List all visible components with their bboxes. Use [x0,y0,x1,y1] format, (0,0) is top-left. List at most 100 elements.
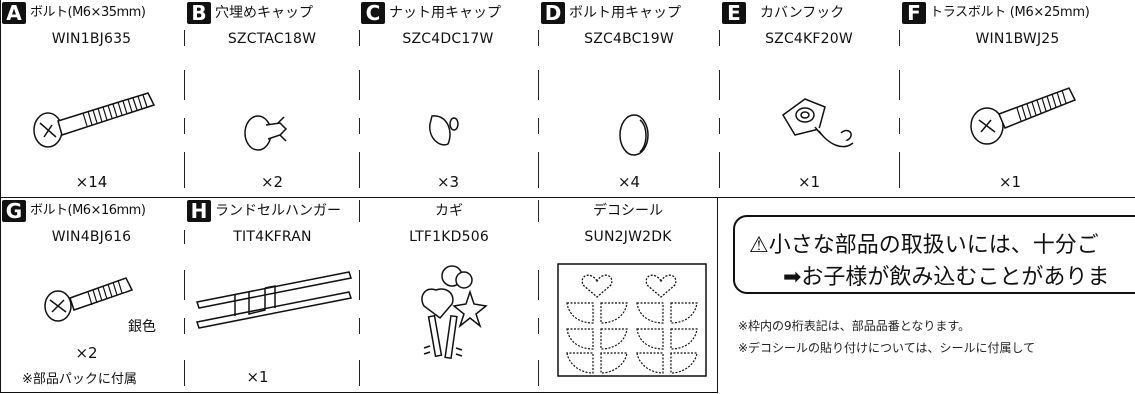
column-divider [359,270,360,300]
column-divider [538,200,539,222]
column-divider [538,318,539,334]
column-divider [184,30,185,46]
part-code: WIN1BJ635 [51,31,132,47]
part-letter: A [2,2,26,24]
column-divider [538,270,539,300]
part-letter: G [2,200,26,222]
short-bolt-icon [44,277,134,322]
truss-bolt-icon [970,87,1077,145]
column-divider [359,118,360,134]
column-divider [538,152,539,188]
part-letter: C [361,2,385,24]
hole-cap-icon [244,115,288,151]
part-name: ナット用キャップ [389,5,501,21]
column-divider [899,118,900,134]
part-code: SZC4BC19W [584,31,674,47]
bottom-row-right-border [717,197,718,393]
column-divider [719,152,720,188]
column-divider [538,30,539,46]
part-name: デコシール [593,203,663,219]
column-divider [538,360,539,386]
part-letter: H [187,200,211,222]
part-name: ボルト用キャップ [569,5,681,21]
part-name: カギ [435,203,463,219]
part-name: ボルト(M6×35mm) [30,5,146,20]
column-divider [359,30,360,46]
column-divider [719,30,720,46]
column-divider [184,152,185,188]
keys-cell: カギ LTF1KD506 [360,198,538,393]
column-divider [538,70,539,100]
nut-cap-icon [429,115,459,146]
part-quantity: ×1 [797,173,821,191]
part-letter: E [722,2,746,24]
deco-sticker-cell: デコシール SUN2JW2DK [539,198,717,393]
part-quantity: ×2 [75,344,98,362]
deco-sticker-icon [557,263,707,377]
column-divider [359,360,360,386]
part-a-cell: A ボルト(M6×35mm) WIN1BJ635 ×14 [0,0,183,197]
part-b-cell: B 穴埋めキャップ SZCTAC18W ×2 [185,0,359,197]
included-note: ※部品パックに付属 [22,372,137,387]
top-row-bottom-border [0,197,1135,198]
column-divider [184,230,185,244]
part-letter: F [902,2,926,24]
part-code: SZCTAC18W [227,31,317,47]
part-name: トラスボルト (M6×25mm) [930,5,1090,20]
keys-icon [421,265,488,360]
column-divider [184,70,185,100]
column-divider [359,152,360,188]
part-code: SZC4DC17W [402,31,494,47]
part-quantity: ×3 [436,173,460,191]
column-divider [899,152,900,188]
column-divider [359,70,360,100]
part-g-cell: G ボルト(M6×16mm) WIN4BJ616 銀色 ×2 ※部品パックに付属 [0,198,183,393]
part-h-cell: H ランドセルハンガー TIT4KFRAN ×1 [185,198,360,393]
part-code: TIT4KFRAN [233,229,312,245]
column-divider [184,360,185,386]
part-quantity: ×4 [617,173,641,191]
part-quantity: ×1 [998,173,1022,191]
hanger-icon [196,271,352,329]
part-letter: D [541,2,565,24]
part-quantity: ×2 [260,173,284,191]
warning-box: ⚠小さな部品の取扱いには、十分ご ➡お子様が飲み込むことがありま [733,215,1135,294]
part-name: カバンフック [760,5,845,21]
part-code: WIN4BJ616 [51,229,132,245]
part-e-cell: E カバンフック SZC4KF20W ×1 [720,0,898,197]
bag-hook-icon [782,98,854,148]
part-c-cell: C ナット用キャップ SZC4DC17W ×3 [359,0,537,197]
column-divider [899,70,900,100]
column-divider [899,30,900,46]
column-divider [359,318,360,334]
column-divider [184,318,185,334]
column-divider [719,70,720,100]
part-code: SZC4KF20W [765,31,853,47]
long-bolt-icon [33,92,156,148]
bolt-cap-icon [619,114,649,156]
column-divider [184,270,185,300]
column-divider [538,118,539,134]
warning-text-line1: ⚠小さな部品の取扱いには、十分ご [749,233,1099,258]
column-divider [184,118,185,134]
part-name: 穴埋めキャップ [215,5,313,21]
warning-text-line2: ➡お子様が飲み込むことがありま [783,265,1110,290]
column-divider [719,118,720,134]
part-name: ボルト(M6×16mm) [30,203,146,218]
part-f-cell: F トラスボルト (M6×25mm) WIN1BWJ25 ×1 [900,0,1135,197]
part-name: ランドセルハンガー [215,203,341,219]
part-code: WIN1BWJ25 [975,31,1060,47]
part-quantity: ×1 [246,368,269,386]
part-number-note: ※枠内の9桁表記は、部品品番となります。 [738,319,971,333]
part-code: LTF1KD506 [409,229,489,245]
column-divider [359,200,360,222]
part-letter: B [187,2,211,24]
part-quantity: ×14 [75,173,108,191]
part-code: SUN2JW2DK [584,229,672,245]
sticker-note: ※デコシールの貼り付けについては、シールに付属して [738,341,1036,355]
color-note: 銀色 [128,319,156,335]
bottom-row-bottom-border [0,392,718,393]
part-d-cell: D ボルト用キャップ SZC4BC19W ×4 [539,0,719,197]
left-border [0,0,1,393]
